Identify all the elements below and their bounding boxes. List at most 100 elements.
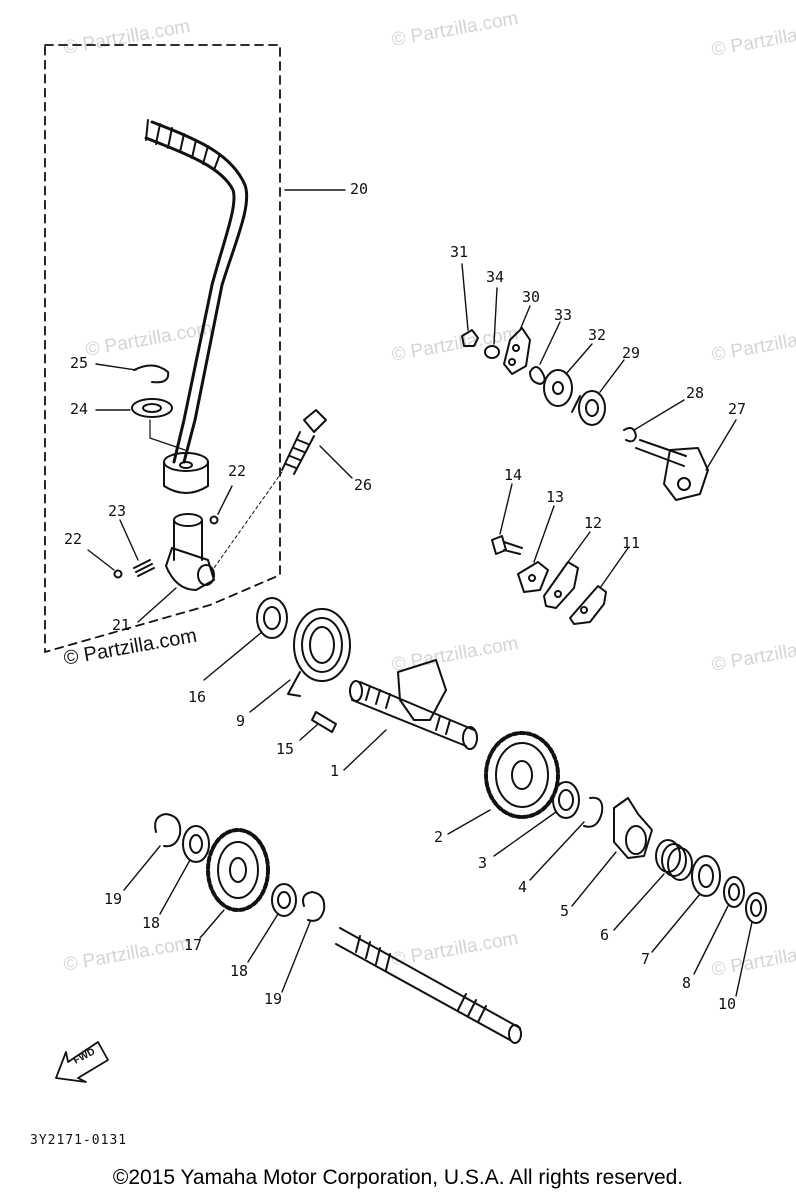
- leader-2: [447, 809, 491, 835]
- callout-30: 30: [522, 288, 541, 306]
- leader-8: [693, 905, 729, 975]
- callout-29: 29: [622, 344, 641, 362]
- spring-6: [655, 839, 693, 881]
- callout-21: 21: [112, 616, 131, 634]
- callout-26: 26: [354, 476, 373, 494]
- plate-12: [543, 561, 579, 609]
- leader-7: [651, 893, 701, 953]
- nut-31: [461, 329, 479, 347]
- circlip-25: [133, 364, 170, 384]
- kick-assembly-boundary: [44, 44, 281, 653]
- callout-28: 28: [686, 384, 705, 402]
- leader-18-lower: [247, 913, 279, 963]
- washer-18-lower: [271, 883, 297, 917]
- leader-1: [343, 729, 387, 771]
- bolt-14: [491, 535, 523, 555]
- circlip-19-upper: [154, 813, 182, 848]
- washer-7: [691, 855, 721, 897]
- leader-29: [599, 359, 625, 393]
- callout-9: 9: [236, 712, 246, 730]
- leader-27: [705, 419, 737, 471]
- leader-14: [499, 483, 513, 535]
- leader-10: [735, 921, 753, 997]
- callout-14: 14: [504, 466, 523, 484]
- diagram-code: 3Y2171-0131: [30, 1133, 128, 1148]
- ratchet-wheel-5: [613, 797, 653, 859]
- circlip-10: [745, 892, 767, 924]
- spring-23: [133, 559, 155, 577]
- leader-11: [599, 547, 629, 589]
- leader-3: [493, 811, 557, 857]
- ball-22-lower: [113, 569, 123, 579]
- callout-19-lower: 19: [264, 990, 283, 1008]
- callout-20: 20: [350, 180, 369, 198]
- circlip-4: [583, 796, 604, 828]
- kick-crank-lever: [144, 119, 249, 494]
- callout-18-upper: 18: [142, 914, 161, 932]
- idle-shaft: [335, 927, 522, 1044]
- leader-33: [539, 321, 561, 365]
- callout-24: 24: [70, 400, 89, 418]
- leader-34: [493, 287, 498, 345]
- idle-gear-17: [206, 828, 270, 912]
- leader-22-lower: [87, 549, 115, 571]
- callout-22-upper: 22: [228, 462, 247, 480]
- callout-33: 33: [554, 306, 573, 324]
- plate-13: [517, 561, 549, 593]
- callout-16: 16: [188, 688, 207, 706]
- leader-19-lower: [281, 921, 311, 993]
- leader-12: [567, 531, 591, 563]
- callout-12: 12: [584, 514, 603, 532]
- callout-4: 4: [518, 878, 528, 896]
- circlip-19-lower: [302, 891, 326, 922]
- leader-32: [565, 343, 593, 375]
- leader-17: [199, 909, 225, 939]
- leader-5: [571, 851, 617, 907]
- washer-34: [484, 345, 500, 359]
- callout-7: 7: [641, 950, 651, 968]
- washer-3: [552, 781, 580, 819]
- leader-9: [249, 679, 291, 713]
- callout-10: 10: [718, 995, 737, 1013]
- leader-31: [461, 263, 469, 331]
- callout-3: 3: [478, 854, 488, 872]
- leader-26: [319, 445, 353, 479]
- leader-18-upper: [159, 859, 191, 915]
- callout-1: 1: [330, 762, 340, 780]
- callout-2: 2: [434, 828, 444, 846]
- callout-17: 17: [184, 936, 203, 954]
- pin-15: [311, 711, 337, 733]
- callout-5: 5: [560, 902, 570, 920]
- bolt-26: [281, 409, 327, 475]
- leader-25: [95, 363, 137, 371]
- leader-13: [533, 505, 555, 563]
- lever-30: [503, 327, 531, 375]
- shaft-27: [635, 439, 709, 501]
- leader-22-upper: [217, 485, 233, 515]
- callout-22-lower: 22: [64, 530, 83, 548]
- leader-30: [519, 305, 531, 331]
- leader-15: [299, 723, 319, 741]
- washer-24: [131, 398, 173, 418]
- leader-21: [137, 587, 177, 623]
- leader-4: [529, 821, 585, 881]
- callout-6: 6: [600, 926, 610, 944]
- bearing-29: [571, 390, 606, 426]
- leader-6: [613, 873, 665, 931]
- leader-16: [203, 631, 263, 681]
- fwd-arrow-icon: [55, 1041, 109, 1083]
- copyright-notice: ©2015 Yamaha Motor Corporation, U.S.A. A…: [112, 1166, 684, 1189]
- callout-27: 27: [728, 400, 747, 418]
- callout-31: 31: [450, 243, 469, 261]
- washer-32: [543, 369, 573, 407]
- callout-23: 23: [108, 502, 127, 520]
- ball-22-upper: [209, 515, 219, 525]
- kick-gear-2: [484, 731, 560, 819]
- leader-23: [119, 519, 139, 561]
- kick-shaft-1: [349, 659, 478, 750]
- callout-32: 32: [588, 326, 607, 344]
- plate-11: [569, 585, 607, 625]
- callout-15: 15: [276, 740, 295, 758]
- callout-18-lower: 18: [230, 962, 249, 980]
